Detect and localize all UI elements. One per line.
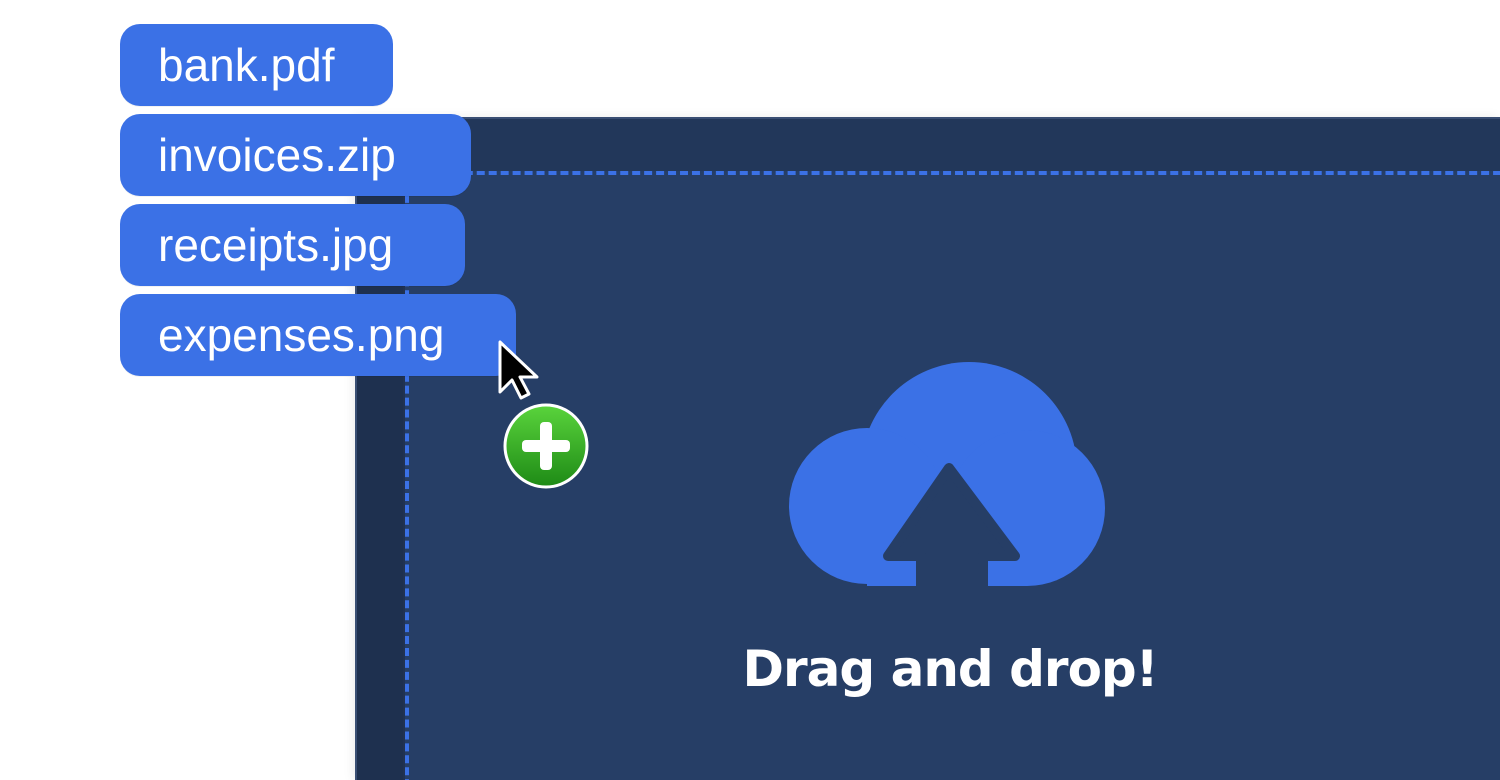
cursor-arrow-icon — [498, 340, 539, 400]
add-badge-icon — [503, 403, 589, 489]
drop-message: Drag and drop! — [742, 640, 1158, 698]
file-chip-receipts[interactable]: receipts.jpg — [120, 204, 465, 286]
file-chip-invoices[interactable]: invoices.zip — [120, 114, 471, 196]
panel-top-margin — [357, 119, 1500, 171]
file-chip-bank[interactable]: bank.pdf — [120, 24, 393, 106]
file-chip-expenses[interactable]: expenses.png — [120, 294, 516, 376]
cloud-upload-icon — [789, 362, 1105, 592]
